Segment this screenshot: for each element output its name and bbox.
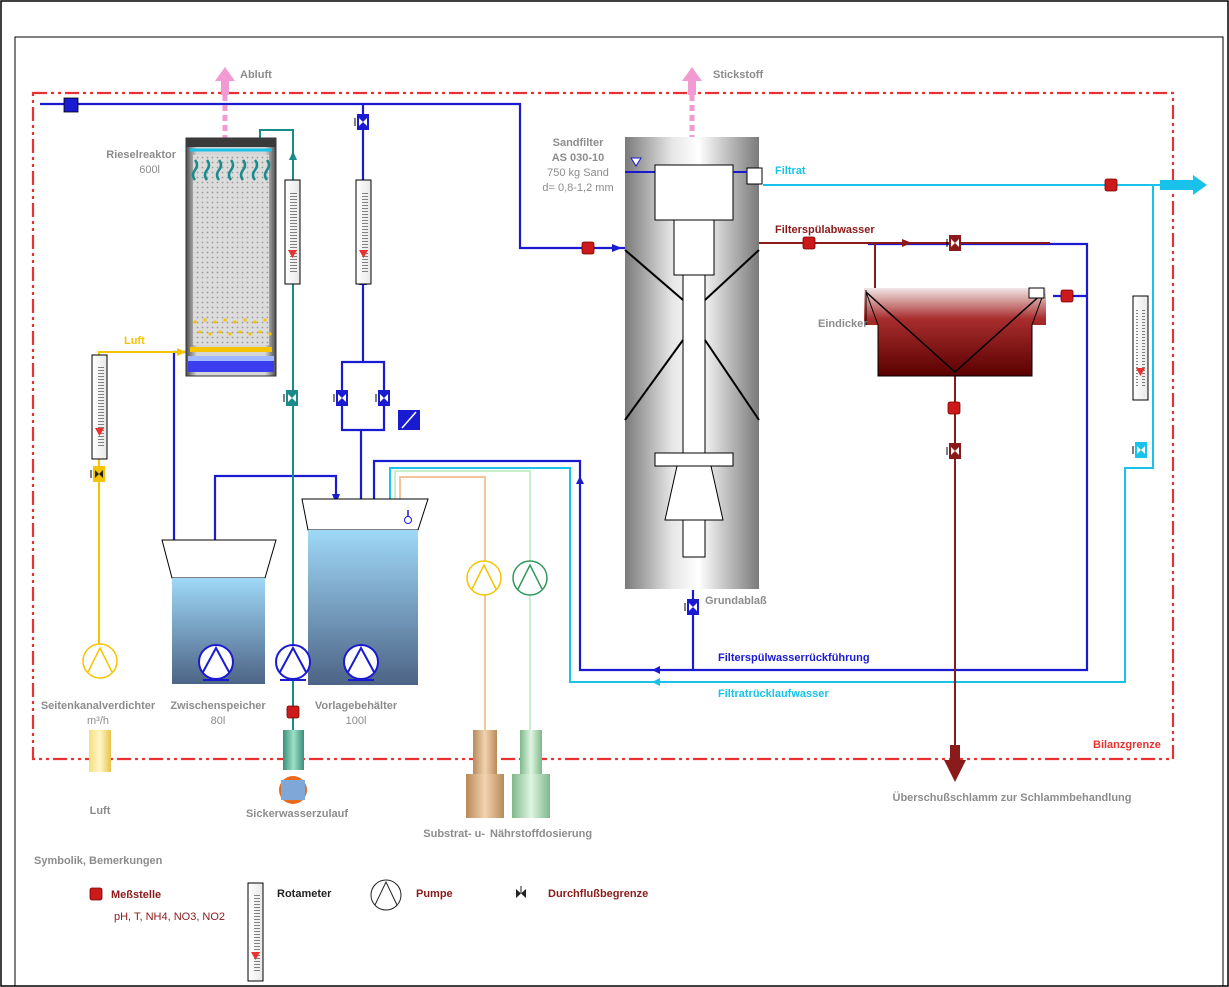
thickener xyxy=(864,287,1046,377)
pump-vorlage xyxy=(343,644,379,681)
label-sickerwasserzulauf: Sickerwasserzulauf xyxy=(246,808,348,820)
pump-leachate xyxy=(275,644,311,681)
label-luft-line: Luft xyxy=(124,335,145,347)
label-stickstoff: Stickstoff xyxy=(713,69,763,81)
label-rieselreaktor-volume: 600l xyxy=(139,164,160,176)
system-boundary xyxy=(31,91,1175,761)
label-filtrat: Filtrat xyxy=(775,165,806,177)
exhaust-arrow-stickstoff xyxy=(682,67,702,140)
label-zwischenspeicher: Zwischenspeicher xyxy=(170,700,266,712)
inner-frame xyxy=(14,36,1224,987)
rotameter-water xyxy=(355,179,372,285)
legend-messstelle: Meßstelle xyxy=(111,889,161,901)
label-eindicker: Eindicker xyxy=(818,318,868,330)
label-luft-bottom: Luft xyxy=(90,805,111,817)
legend-rotameter: Rotameter xyxy=(277,888,332,900)
legend-messstelle-params: pH, T, NH4, NO3, NO2 xyxy=(114,911,225,923)
legend-durchflussbegrenze: Durchflußbegrenze xyxy=(548,888,648,900)
pump-zwischenspeicher xyxy=(198,644,234,681)
pump-air-compressor xyxy=(82,643,118,679)
substrate-line xyxy=(399,476,486,730)
rotameter-air xyxy=(91,354,108,460)
label-seitenkanal-unit: m³/h xyxy=(87,715,109,727)
pump-substrate xyxy=(466,560,502,596)
label-naehrstoffdosierung: Nährstoffdosierung xyxy=(490,828,592,840)
label-ueberschussschlamm: Überschußschlamm zur Schlammbehandlung xyxy=(893,791,1132,804)
air-line xyxy=(98,351,186,645)
substrate-cylinder xyxy=(466,730,504,818)
label-sandfilter-sand: 750 kg Sand xyxy=(547,167,609,179)
valves xyxy=(90,114,1147,615)
label-abluft: Abluft xyxy=(240,69,272,81)
rotameter-filtrate xyxy=(1132,295,1149,401)
label-substrat: Substrat- u- xyxy=(423,828,485,840)
pump-nutrient xyxy=(512,560,548,596)
legend: Symbolik, Bemerkungen Meßstelle pH, T, N… xyxy=(34,855,648,982)
legend-rotameter-icon xyxy=(247,882,264,982)
label-sandfilter-grain: d= 0,8-1,2 mm xyxy=(542,182,613,194)
legend-title: Symbolik, Bemerkungen xyxy=(34,855,163,867)
label-filterspuelwasserrueckfuehrung: Filterspülwasserrückführung xyxy=(718,652,870,664)
legend-pumpe: Pumpe xyxy=(416,888,453,900)
label-sandfilter-type: AS 030-10 xyxy=(552,152,605,164)
measuring-points xyxy=(63,97,1118,719)
sludge-outlet-arrow xyxy=(944,745,966,782)
label-bilanzgrenze: Bilanzgrenze xyxy=(1093,739,1161,751)
nutrient-line xyxy=(394,470,531,730)
label-vorlagebehaelter-volume: 100l xyxy=(346,715,367,727)
label-filterspuelabwasser: Filterspülabwasser xyxy=(775,224,875,236)
filtrate-return-arrow xyxy=(652,678,660,686)
zwischenspeicher-tank xyxy=(161,539,277,684)
nutrient-cylinder xyxy=(512,730,550,818)
sludge-arrow-1 xyxy=(902,239,912,247)
trickling-reactor xyxy=(185,137,277,377)
leachate-feed-cylinder xyxy=(279,730,307,804)
legend-durchfluss-icon xyxy=(516,886,526,898)
leachate-arrow xyxy=(289,151,297,160)
label-sandfilter: Sandfilter xyxy=(553,137,604,149)
filtrate-outlet-arrow xyxy=(1160,175,1207,195)
rotameter-leachate xyxy=(284,179,301,285)
label-vorlagebehaelter: Vorlagebehälter xyxy=(315,700,398,712)
air-arrow xyxy=(177,348,186,356)
label-rieselreaktor: Rieselreaktor xyxy=(106,149,176,161)
label-filtratruecklaufwasser: Filtratrücklaufwasser xyxy=(718,688,829,700)
legend-pump-icon xyxy=(370,879,402,911)
legend-messstelle-icon xyxy=(89,887,103,901)
label-grundablass: Grundablaß xyxy=(705,595,767,607)
label-zwischenspeicher-volume: 80l xyxy=(211,715,226,727)
sand-filter xyxy=(624,137,763,589)
label-seitenkanalverdichter: Seitenkanalverdichter xyxy=(41,700,156,712)
air-intake-cylinder xyxy=(89,730,111,772)
filtrate-lines xyxy=(389,184,1160,683)
